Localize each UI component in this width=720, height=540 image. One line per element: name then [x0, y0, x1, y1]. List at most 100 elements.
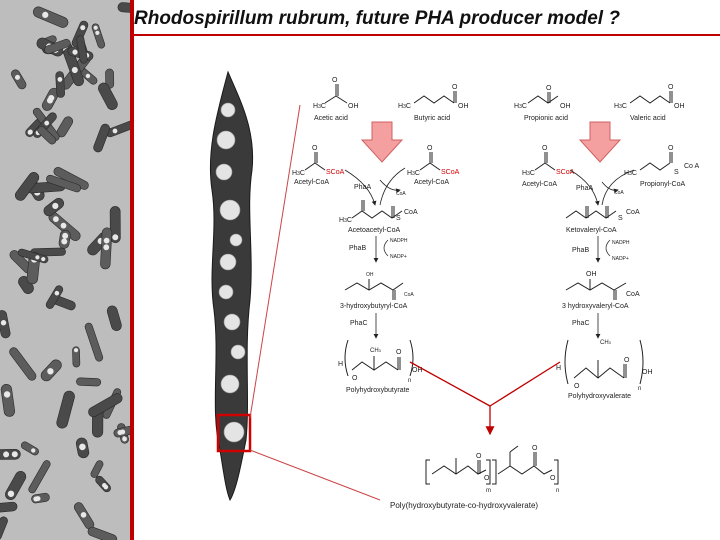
bacterium	[100, 227, 113, 270]
svg-text:O: O	[550, 475, 556, 482]
nadp-left: NADP+	[390, 254, 407, 260]
granule	[229, 233, 243, 247]
3-hydroxyvaleryl-coa: 3 hydroxyvaleryl-CoA	[562, 303, 629, 310]
svg-text:H3C: H3C	[339, 217, 352, 224]
bacterium	[56, 390, 75, 429]
svg-text:Co A: Co A	[684, 163, 700, 170]
photo-border	[130, 0, 134, 540]
polymer-phb: Polyhydroxybutyrate	[346, 387, 410, 394]
bacterium	[91, 23, 106, 49]
bacterium	[75, 437, 90, 459]
page-title: Rhodospirillum rubrum, future PHA produc…	[134, 8, 620, 29]
svg-text:n: n	[638, 386, 641, 392]
coa-label-right-1: SCoA	[556, 169, 575, 176]
butyric-acid-structure	[413, 91, 457, 104]
substrate-propionic-acid: Propionic acid	[524, 115, 568, 122]
svg-text:O: O	[476, 453, 482, 460]
svg-text:OH: OH	[586, 271, 597, 278]
granule	[219, 253, 237, 271]
bacterium	[87, 526, 118, 540]
bacterium	[43, 197, 65, 217]
bacterium	[37, 126, 57, 145]
bacterium	[20, 441, 39, 456]
zoom-line-top	[249, 104, 301, 419]
granule	[220, 374, 240, 394]
bacterium	[32, 6, 69, 28]
enzyme-phab-left: PhaB	[349, 245, 366, 252]
bacterium	[40, 359, 62, 382]
svg-text:OH: OH	[348, 103, 359, 110]
pha-granules	[215, 102, 246, 443]
bacterium	[93, 123, 110, 153]
copolymer-structure: O O O O m n Poly(hydroxybutyrate-co-hydr…	[390, 445, 559, 510]
svg-text:OH: OH	[412, 367, 423, 374]
svg-text:CH3: CH3	[370, 348, 382, 354]
pink-arrow-right	[578, 121, 622, 163]
pink-arrow-left	[360, 121, 404, 163]
bacterium	[5, 470, 27, 501]
bacterium	[44, 38, 71, 55]
substrate-acetic-acid: Acetic acid	[314, 115, 348, 122]
svg-text:O: O	[668, 145, 674, 152]
bacterial-cells	[0, 2, 134, 540]
bacterium	[17, 248, 49, 264]
svg-text:O: O	[452, 84, 458, 91]
svg-text:n: n	[408, 378, 411, 384]
svg-text:O: O	[427, 145, 433, 152]
title-underline	[134, 34, 720, 36]
bacterium	[76, 35, 88, 64]
bacterium	[98, 82, 118, 110]
svg-text:CoA: CoA	[626, 291, 640, 298]
convergence-arrows	[409, 361, 561, 436]
svg-text:H3C: H3C	[313, 103, 326, 110]
bacterium	[106, 305, 122, 331]
bacterium	[9, 347, 37, 381]
svg-text:H3C: H3C	[614, 103, 627, 110]
bacterium	[71, 20, 89, 48]
polymer-phv: Polyhydroxyvalerate	[568, 393, 631, 400]
coa-label-left-2: SCoA	[441, 169, 460, 176]
bacterium	[95, 475, 111, 493]
granule	[230, 344, 246, 360]
svg-text:O: O	[484, 475, 490, 482]
bacterium	[14, 172, 40, 201]
coa-label-left-1: SCoA	[326, 169, 345, 176]
svg-text:CH3: CH3	[600, 340, 612, 346]
enzyme-phaa-left: PhaA	[354, 184, 371, 191]
ketovaleryl-coa: Ketovaleryl-CoA	[566, 227, 617, 234]
copolymer-label: Poly(hydroxybutyrate-co-hydroxyvalerate)	[390, 501, 538, 510]
granule	[218, 284, 234, 300]
svg-text:H: H	[338, 361, 343, 368]
bacterium	[0, 448, 21, 461]
bacterium	[55, 71, 65, 98]
bacterium	[0, 516, 8, 540]
svg-text:H: H	[556, 365, 561, 372]
acetyl-coa-right: Acetyl-CoA	[414, 179, 449, 186]
enzyme-phac-left: PhaC	[350, 320, 368, 327]
svg-text:CoA: CoA	[404, 209, 418, 216]
svg-text:m: m	[486, 488, 491, 494]
svg-text:OH: OH	[458, 103, 469, 110]
bacterium	[46, 174, 82, 193]
svg-text:OH: OH	[560, 103, 571, 110]
bacterium	[58, 229, 71, 249]
svg-text:OH: OH	[642, 369, 653, 376]
nadp-right: NADP+	[612, 256, 629, 262]
elongated-cell	[209, 70, 381, 502]
granule	[215, 163, 233, 181]
granule	[223, 313, 241, 331]
svg-text:n: n	[556, 488, 559, 494]
bacterium	[88, 393, 123, 418]
bacterium	[76, 377, 102, 387]
svg-text:H3C: H3C	[292, 170, 305, 177]
bacterium	[63, 47, 85, 87]
granule	[219, 199, 241, 221]
propionyl-coa: Propionyl-CoA	[640, 181, 685, 188]
svg-text:H3C: H3C	[624, 170, 637, 177]
svg-text:S: S	[396, 215, 401, 222]
svg-text:H3C: H3C	[407, 170, 420, 177]
coa-release-left: CoA	[396, 191, 406, 197]
zoom-line-bottom	[249, 449, 381, 501]
svg-text:OH: OH	[674, 103, 685, 110]
svg-text:OH: OH	[366, 272, 374, 278]
